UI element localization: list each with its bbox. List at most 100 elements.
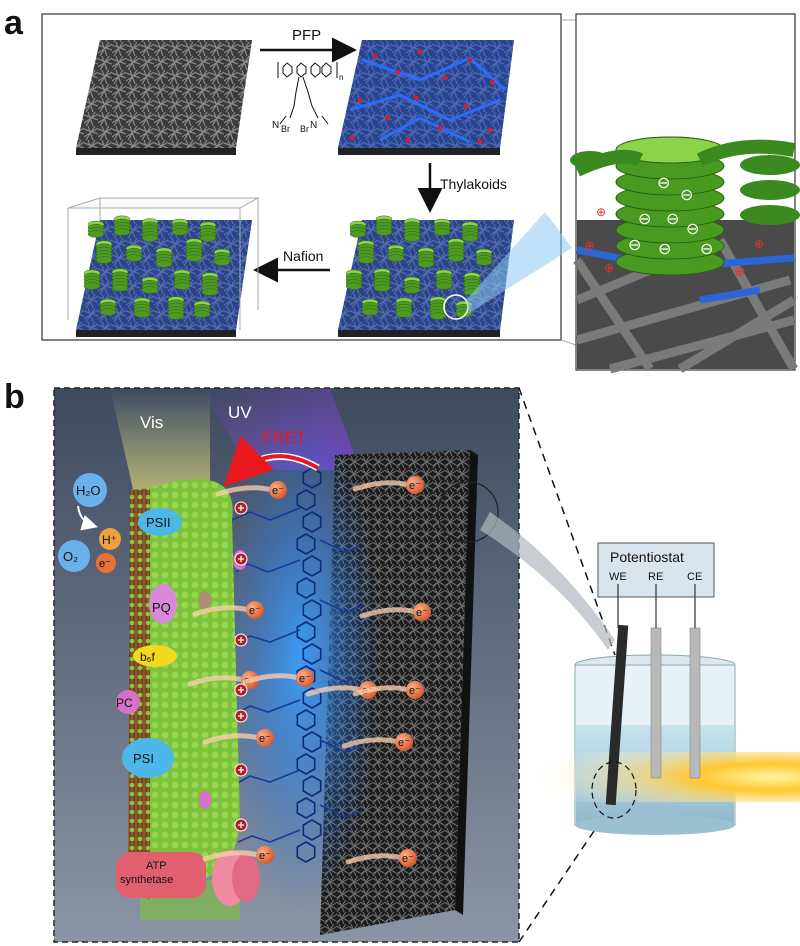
zoom-beam: [466, 212, 572, 314]
electron: [246, 601, 264, 619]
label-we: WE: [609, 571, 627, 583]
polymer-ring: [296, 709, 316, 731]
thylakoid-stack: [395, 297, 413, 318]
psii-protein: [138, 508, 182, 536]
label-fret: FRET: [262, 428, 306, 447]
polymer-side-chain: [231, 507, 301, 521]
electron-tail: [202, 850, 262, 862]
electron-label: e⁻: [398, 737, 410, 749]
polymer-ring: [302, 511, 322, 533]
electron: [413, 603, 431, 621]
small-protein-3: [199, 791, 211, 809]
plus-sign: [238, 822, 244, 828]
zoom-charges: ⊖ ⊖ ⊖ ⊖ ⊖ ⊖ ⊖ ⊖ ⊕ ⊕ ⊕ ⊕ ⊕: [584, 175, 764, 279]
charge-plus-4: ⊕: [734, 263, 746, 279]
polymer-ring: [302, 687, 322, 709]
charge-plus-2: ⊕: [584, 238, 595, 253]
polymer-ring: [302, 643, 322, 665]
working-electrode: [605, 624, 629, 806]
polymer-ring: [296, 533, 316, 555]
polymer-ring: [296, 753, 316, 775]
thylakoid-stack: [95, 240, 113, 264]
b6f-protein: [133, 645, 177, 667]
pfp-charges: [349, 49, 495, 145]
thylakoid-stack: [361, 298, 379, 316]
potentiostat-wires: [617, 584, 696, 628]
thylakoid-stack: [83, 269, 101, 290]
electron-label: e⁻: [402, 853, 414, 865]
label-b6f: b₆f: [140, 650, 156, 664]
label-pq: PQ: [152, 600, 171, 615]
electron: [395, 733, 413, 751]
label-thylakoids: Thylakoids: [440, 176, 507, 192]
thylakoid-stack: [433, 218, 451, 236]
plus-sign: [238, 637, 244, 643]
electron-label: e⁻: [272, 485, 284, 497]
label-o2: O₂: [63, 549, 78, 564]
thylakoid-stack: [429, 296, 447, 320]
thylakoid-stacks-step3: [345, 215, 493, 320]
thylakoid-stack: [417, 247, 435, 268]
label-n: n: [339, 73, 343, 82]
electron-tail: [192, 605, 252, 617]
plus-sign: [238, 687, 244, 693]
polymer-side-chain: [319, 739, 363, 753]
thylakoid-stack: [133, 297, 151, 318]
pq-protein: [149, 584, 177, 624]
label-h-plus: H⁺: [102, 533, 117, 547]
o2-sphere: [58, 540, 90, 572]
electron-group: e⁻e⁻e⁻e⁻e⁻e⁻e⁻e⁻e⁻e⁻e⁻e⁻: [187, 476, 431, 867]
polymer-side-chain: [237, 829, 301, 843]
thylakoid-stack: [375, 215, 393, 236]
thylakoid-stack: [345, 269, 363, 290]
electron: [399, 849, 417, 867]
polymer-ring: [302, 555, 322, 577]
charge-minus-6: ⊖: [628, 237, 641, 254]
electron-tail: [215, 485, 275, 497]
electron-tail: [341, 737, 401, 749]
label-atp-2: synthetase: [120, 874, 173, 886]
electron-label: e⁻: [259, 733, 271, 745]
label-e: e⁻: [99, 558, 111, 570]
thylakoid-stack: [141, 276, 159, 294]
label-psii: PSII: [146, 515, 171, 530]
electron-label: e⁻: [259, 850, 271, 862]
thylakoid-stack: [113, 215, 131, 236]
electron-label: e⁻: [409, 480, 421, 492]
label-atp-1: ATP: [146, 860, 167, 872]
zoom-line-bottom: [560, 339, 577, 346]
polymer-ring: [302, 467, 322, 489]
thylakoid-stack: [349, 220, 367, 238]
thylakoid-stack: [373, 268, 391, 292]
label-br-left: Br: [281, 124, 290, 134]
pfp-structure: [277, 62, 338, 125]
polymer-ring: [296, 841, 316, 863]
thylakoid-stack: [173, 269, 191, 290]
electrode-edge: [455, 450, 478, 915]
polymer-side-chain: [319, 804, 363, 818]
zoom-tube: [574, 139, 796, 177]
electron-label: e⁻: [249, 605, 261, 617]
electron-tail: [305, 685, 365, 697]
thylakoid-stack: [193, 300, 211, 318]
thylakoid-stack: [99, 298, 117, 316]
bare-fiber-mat: [76, 40, 252, 155]
label-vis: Vis: [140, 413, 163, 432]
label-pfp: PFP: [292, 27, 321, 44]
polymer-ring: [296, 797, 316, 819]
label-psi: PSI: [133, 751, 154, 766]
thylakoid-stack: [199, 221, 217, 242]
plus-charges: [234, 501, 248, 832]
electron: [406, 476, 424, 494]
h-plus-sphere: [99, 528, 121, 550]
plus-sign: [238, 713, 244, 719]
thylakoid-stack: [87, 220, 105, 238]
label-re: RE: [648, 571, 663, 583]
panel-label-b: b: [4, 378, 25, 416]
label-pc: PC: [116, 696, 133, 710]
thylakoid-stack: [461, 221, 479, 242]
thylakoid-stack: [475, 248, 493, 266]
electrode-zoom-beam: [480, 512, 615, 650]
thylakoid-stack: [403, 276, 421, 294]
thylakoid-stack: [141, 218, 159, 242]
